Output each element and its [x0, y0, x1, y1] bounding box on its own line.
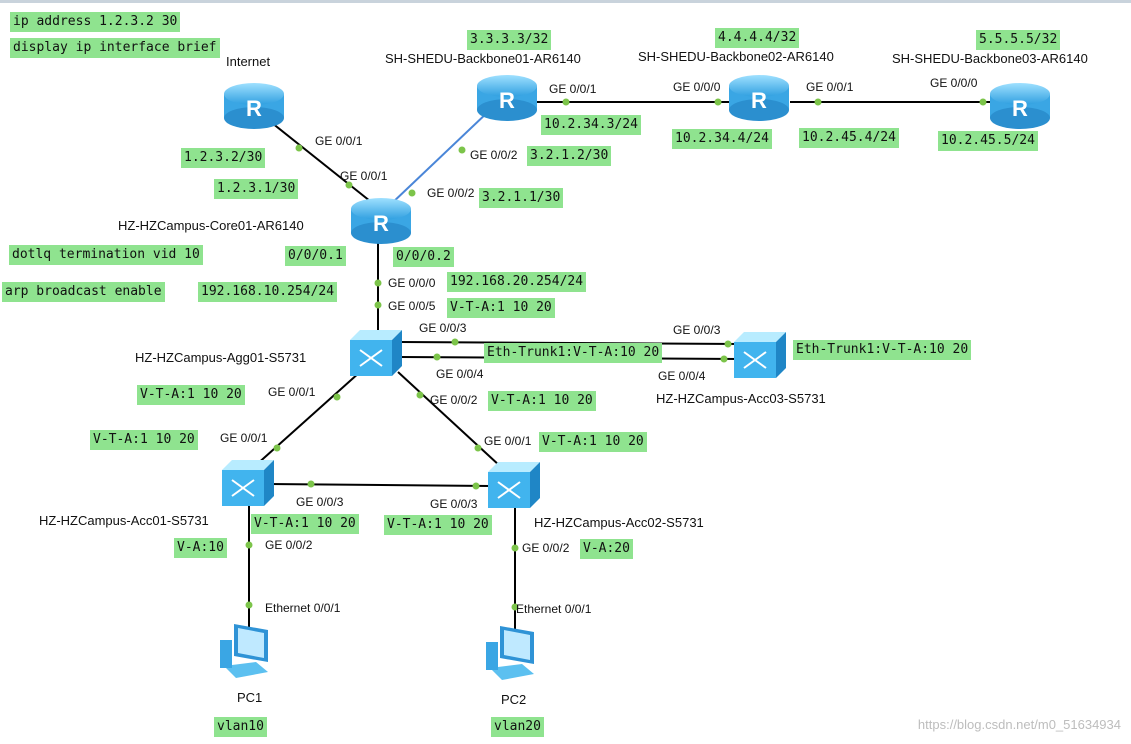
port-label: GE 0/0/3 — [673, 323, 721, 337]
note-ip: 10.2.34.4/24 — [672, 129, 772, 149]
router-icon[interactable]: R — [727, 72, 791, 124]
port-label: GE 0/0/5 — [388, 299, 436, 313]
device-name-acc03: HZ-HZCampus-Acc03-S5731 — [656, 391, 826, 406]
note-vlan: V-T-A:1 10 20 — [90, 430, 198, 450]
device-name-bb3: SH-SHEDU-Backbone03-AR6140 — [892, 51, 1088, 66]
note-command: ip address 1.2.3.2 30 — [10, 12, 181, 32]
pc-icon[interactable] — [216, 622, 274, 684]
note-loopback: 5.5.5.5/32 — [976, 30, 1061, 50]
device-name-internet: Internet — [226, 54, 271, 69]
link-bb1-core[interactable] — [389, 109, 491, 206]
device-name-agg: HZ-HZCampus-Agg01-S5731 — [135, 350, 307, 365]
router-icon[interactable]: R — [222, 80, 286, 132]
note-vlan: V-T-A:1 10 20 — [137, 385, 245, 405]
port-label: GE 0/0/4 — [436, 367, 484, 381]
note-loopback: 4.4.4.4/32 — [715, 28, 800, 48]
switch-icon[interactable] — [486, 460, 542, 510]
router-icon[interactable]: R — [988, 80, 1052, 132]
port-label: GE 0/0/1 — [268, 385, 316, 399]
device-name-bb2: SH-SHEDU-Backbone02-AR6140 — [638, 49, 834, 64]
note-ip: 10.2.45.5/24 — [938, 131, 1038, 151]
note-ip: 1.2.3.1/30 — [214, 179, 299, 199]
device-name-pc2: PC2 — [501, 692, 527, 707]
note-trunk: Eth-Trunk1:V-T-A:10 20 — [484, 343, 663, 363]
note-config: dotlq termination vid 10 — [9, 245, 203, 265]
watermark: https://blog.csdn.net/m0_51634934 — [917, 717, 1121, 732]
pc-icon[interactable] — [482, 624, 540, 686]
port-label: GE 0/0/3 — [419, 321, 467, 335]
note-loopback: 3.3.3.3/32 — [467, 30, 552, 50]
link-acc01-acc02[interactable] — [267, 483, 491, 487]
switch-icon[interactable] — [348, 328, 404, 378]
port-label: GE 0/0/1 — [484, 434, 532, 448]
link-agg-acc02[interactable] — [397, 371, 501, 467]
router-icon[interactable]: R — [349, 195, 413, 247]
note-vlan: V-T-A:1 10 20 — [488, 391, 596, 411]
note-ip: 3.2.1.2/30 — [527, 146, 612, 166]
port-label: GE 0/0/2 — [522, 541, 570, 555]
note-vlan: V-T-A:1 10 20 — [384, 515, 492, 535]
port-dots — [245, 98, 987, 611]
svg-text:R: R — [1012, 96, 1028, 121]
port-label: GE 0/0/1 — [315, 134, 363, 148]
svg-text:R: R — [246, 96, 262, 121]
note-subinterface: 0/0/0.2 — [393, 247, 454, 267]
note-access: V-A:20 — [580, 539, 633, 559]
port-label: GE 0/0/1 — [549, 82, 597, 96]
note-ip: 10.2.34.3/24 — [541, 115, 641, 135]
port-label: GE 0/0/2 — [427, 186, 475, 200]
note-vlan-pc: vlan10 — [214, 717, 267, 737]
device-name-acc01: HZ-HZCampus-Acc01-S5731 — [39, 513, 209, 528]
link-internet-core[interactable] — [261, 114, 376, 206]
note-ip: 3.2.1.1/30 — [479, 188, 564, 208]
port-label: GE 0/0/1 — [220, 431, 268, 445]
note-subinterface: 0/0/0.1 — [285, 246, 346, 266]
note-ip: 1.2.3.2/30 — [181, 148, 266, 168]
svg-text:R: R — [373, 211, 389, 236]
port-label: GE 0/0/2 — [265, 538, 313, 552]
svg-text:R: R — [751, 88, 767, 113]
note-vlan: V-T-A:1 10 20 — [251, 514, 359, 534]
port-label: GE 0/0/1 — [806, 80, 854, 94]
port-label: GE 0/0/1 — [340, 169, 388, 183]
switch-icon[interactable] — [220, 458, 276, 508]
port-label: Ethernet 0/0/1 — [265, 601, 341, 615]
switch-icon[interactable] — [732, 330, 788, 380]
svg-text:R: R — [499, 88, 515, 113]
device-name-bb1: SH-SHEDU-Backbone01-AR6140 — [385, 51, 581, 66]
port-label: GE 0/0/2 — [470, 148, 518, 162]
note-vlan-pc: vlan20 — [491, 717, 544, 737]
port-label: GE 0/0/2 — [430, 393, 478, 407]
port-label: Ethernet 0/0/1 — [516, 602, 592, 616]
port-label: GE 0/0/0 — [673, 80, 721, 94]
link-agg-acc01[interactable] — [254, 371, 361, 467]
device-name-pc1: PC1 — [237, 690, 263, 705]
port-label: GE 0/0/0 — [930, 76, 978, 90]
note-gateway: 192.168.20.254/24 — [447, 272, 587, 292]
device-name-acc02: HZ-HZCampus-Acc02-S5731 — [534, 515, 704, 530]
note-config: arp broadcast enable — [2, 282, 165, 302]
note-vlan: V-T-A:1 10 20 — [539, 432, 647, 452]
device-name-core: HZ-HZCampus-Core01-AR6140 — [118, 218, 304, 233]
router-icon[interactable]: R — [475, 72, 539, 124]
note-ip: 10.2.45.4/24 — [799, 128, 899, 148]
port-label: GE 0/0/0 — [388, 276, 436, 290]
port-label: GE 0/0/4 — [658, 369, 706, 383]
note-vlan: V-T-A:1 10 20 — [447, 298, 555, 318]
note-command: display ip interface brief — [10, 38, 220, 58]
port-label: GE 0/0/3 — [296, 495, 344, 509]
note-gateway: 192.168.10.254/24 — [198, 282, 338, 302]
window-top-border — [0, 0, 1131, 3]
note-access: V-A:10 — [174, 538, 227, 558]
note-trunk: Eth-Trunk1:V-T-A:10 20 — [793, 340, 972, 360]
port-label: GE 0/0/3 — [430, 497, 478, 511]
